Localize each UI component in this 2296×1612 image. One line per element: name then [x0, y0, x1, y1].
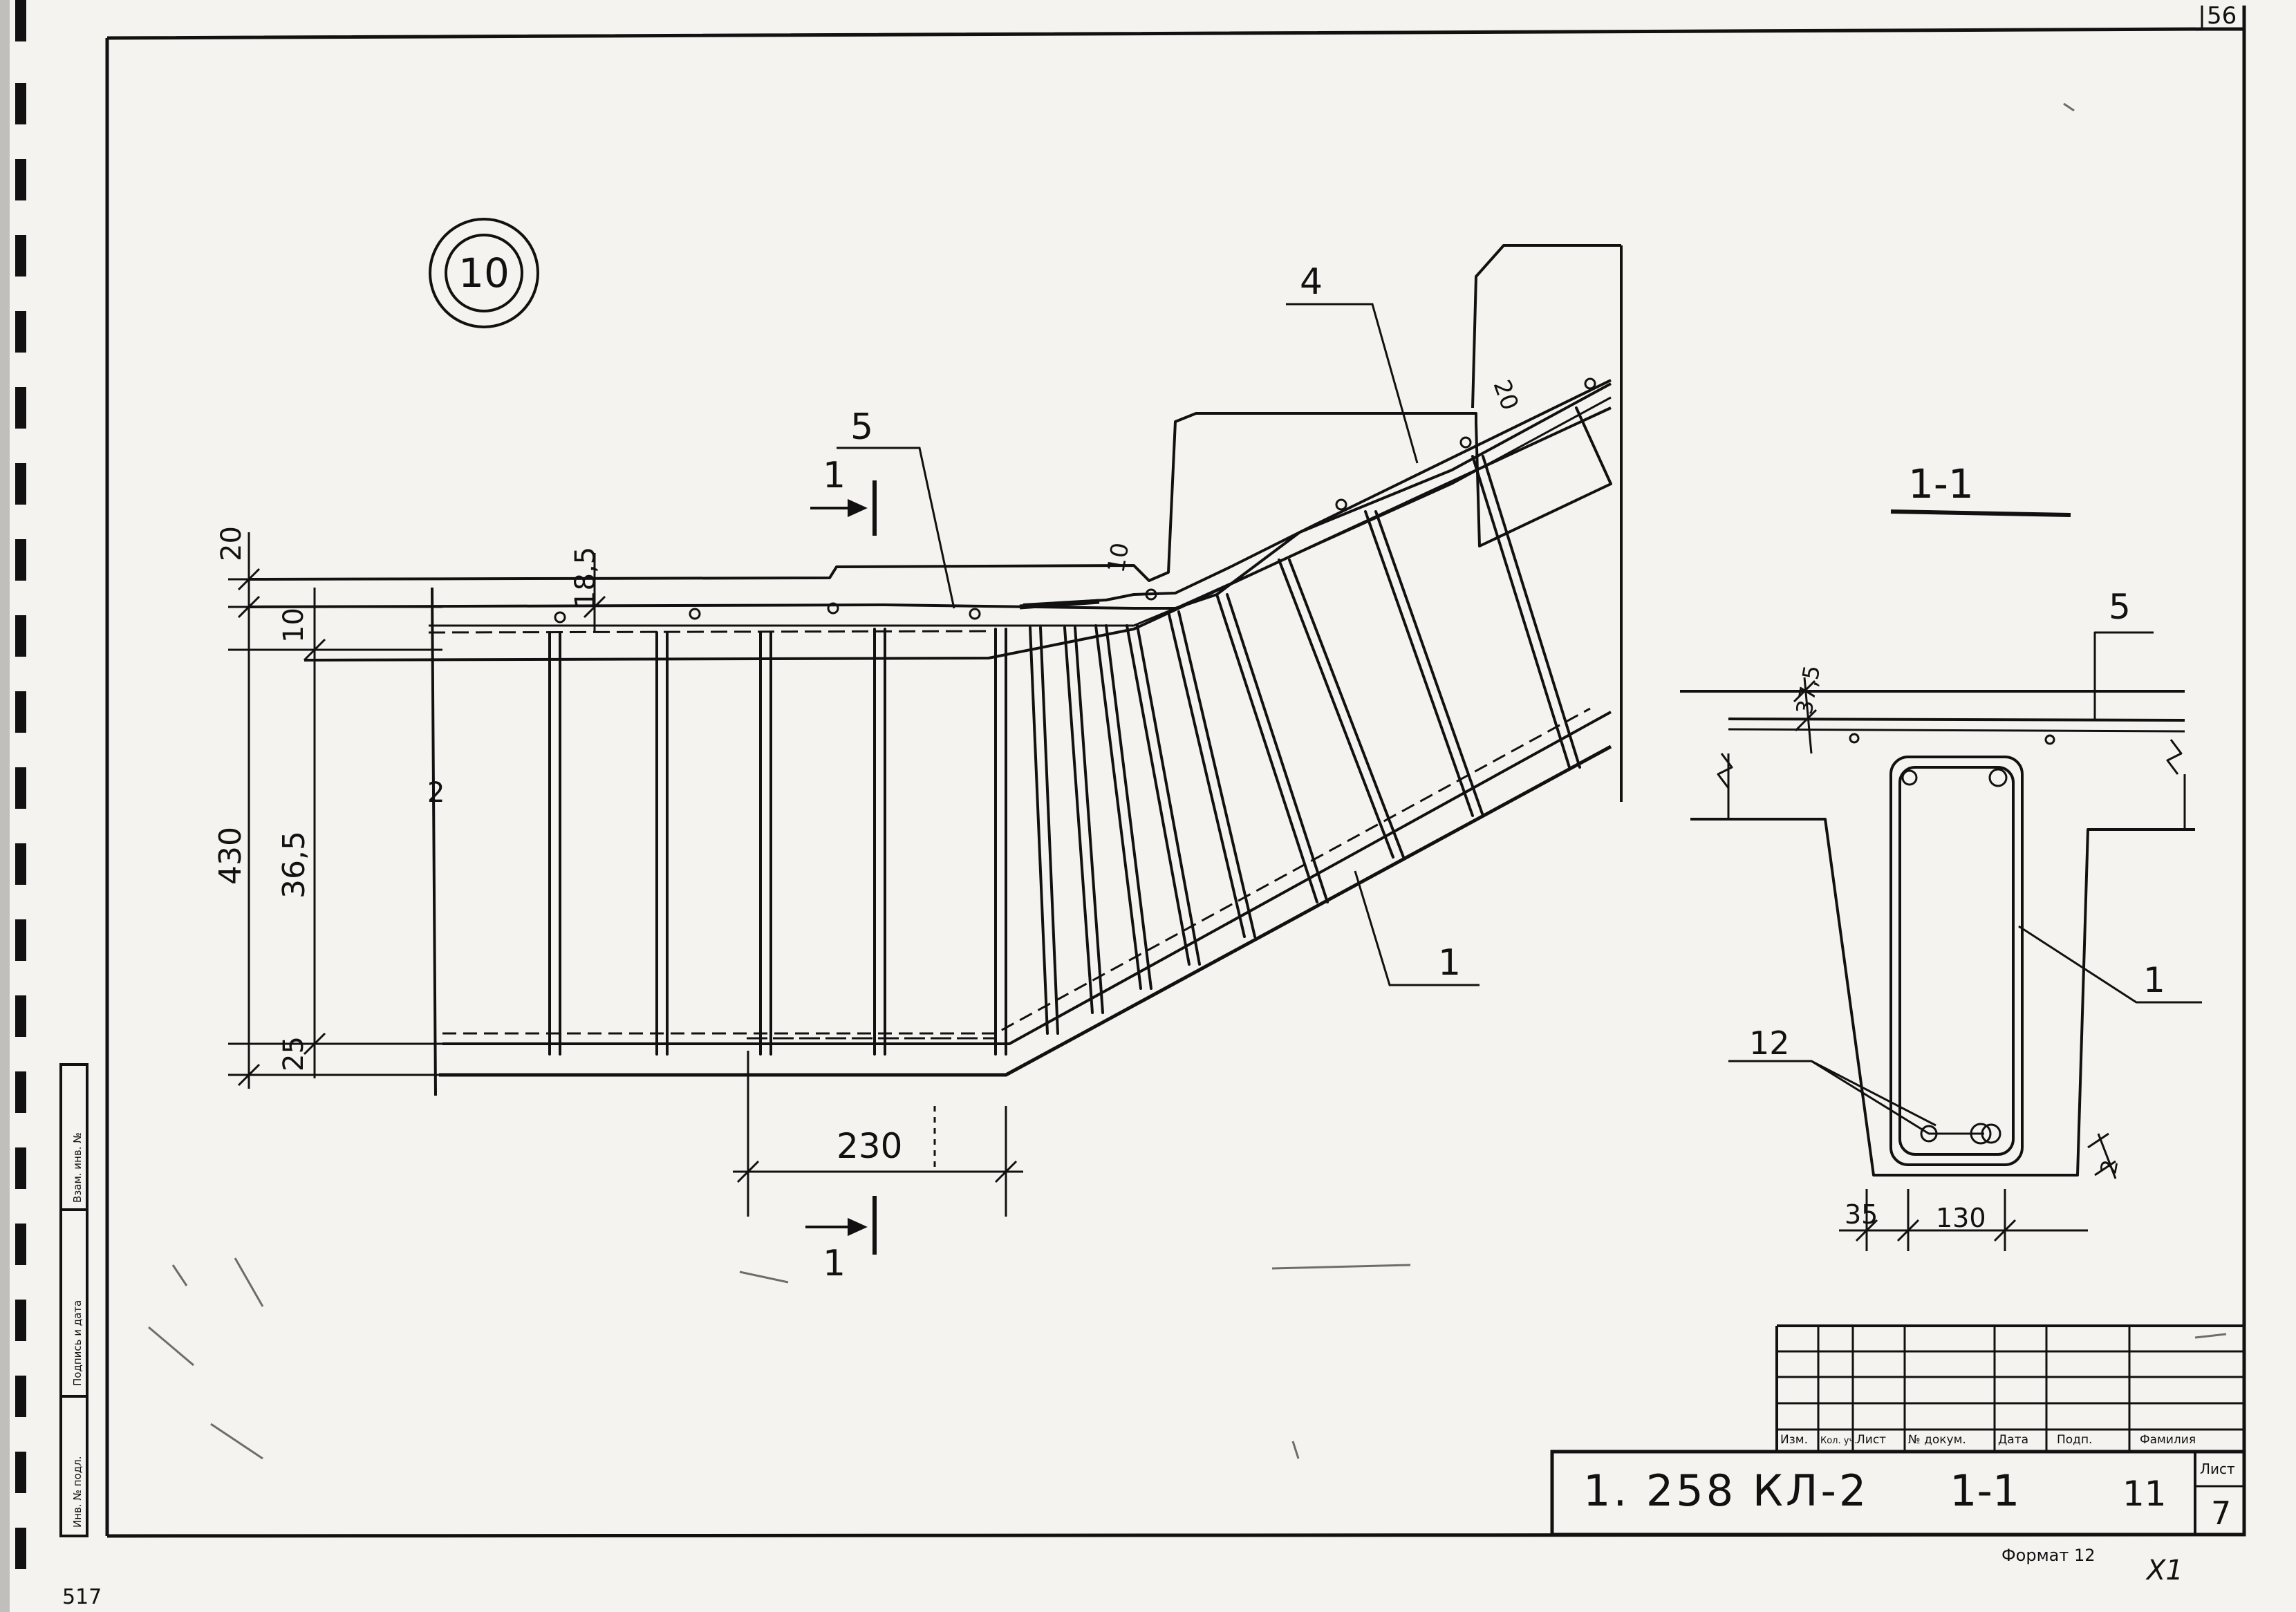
dim-section-35: 35	[1845, 1199, 1878, 1230]
top-rebar-dots	[554, 377, 1596, 624]
dim-230: 230	[837, 1126, 902, 1166]
stamp-signature-date: Подпись и дата	[71, 1300, 84, 1386]
title-block-grid	[1550, 1324, 2246, 1537]
section-title: 1-1	[1908, 460, 1974, 507]
beam-elevation	[248, 244, 1623, 1096]
tb-header-doc: № докум.	[1908, 1433, 1966, 1447]
callout-4: 4	[1300, 261, 1323, 303]
dimension-chain-left	[228, 532, 606, 1089]
margin-stamp-column	[59, 1063, 88, 1537]
dim-430: 430	[213, 827, 248, 885]
beam-cross-section	[1680, 631, 2202, 1177]
bottom-right-marks: Х1	[2145, 1555, 2183, 1586]
dim-section-37-5: 37,5	[1791, 664, 1825, 717]
tb-header-date: Дата	[1998, 1433, 2028, 1447]
dim-36-5: 36,5	[277, 831, 312, 899]
stirrups-vertical	[548, 628, 1007, 1056]
dim-25: 25	[278, 1036, 310, 1071]
section-callout-12: 12	[1749, 1024, 1790, 1062]
corner-sheet-number: 56	[2207, 2, 2237, 30]
dim-18-5: 18,5	[570, 547, 601, 608]
section-callout-1: 1	[2143, 960, 2165, 1000]
tb-header-sign: Подп.	[2057, 1433, 2092, 1447]
mark-circle	[429, 218, 539, 328]
callout-2: 2	[427, 777, 445, 809]
dim-10: 10	[278, 608, 310, 643]
mark-number: 10	[458, 250, 510, 297]
dim-20-slope: 20	[1488, 376, 1524, 413]
bottom-left-code: 517	[62, 1585, 102, 1609]
binding-marks	[0, 0, 26, 1612]
callout-1: 1	[1438, 942, 1461, 984]
cut-label-bottom: 1	[823, 1243, 846, 1284]
callout-leaders	[837, 303, 1480, 986]
tb-header-count: Кол. уч.	[1820, 1436, 1857, 1446]
sheet-frame	[105, 6, 2246, 1538]
stamp-replace-inventory: Взам. инв. №	[71, 1132, 84, 1203]
cut-label-top: 1	[823, 455, 846, 496]
scan-artifacts	[148, 102, 2227, 1460]
tb-header-rev: Изм.	[1780, 1433, 1808, 1447]
dim-section-130: 130	[1936, 1203, 1986, 1233]
dimension-230	[733, 1051, 1023, 1217]
tb-header-sheet: Лист	[1856, 1433, 1886, 1447]
sheet-number: 7	[2211, 1494, 2231, 1532]
section-callout-5: 5	[2109, 587, 2131, 627]
callout-5: 5	[850, 406, 873, 448]
document-code: 1. 258 КЛ-2	[1583, 1465, 1869, 1516]
dim-20: 20	[216, 526, 248, 561]
section-cut-marker-top	[810, 480, 877, 536]
format-label: Формат 12	[2001, 1546, 2096, 1565]
tb-header-name: Фамилия	[2140, 1433, 2196, 1447]
document-section-name: 1-1	[1950, 1465, 2019, 1516]
stamp-original-inventory: Инв. № подл.	[71, 1456, 84, 1528]
sheet-label: Лист	[2200, 1461, 2235, 1477]
dim-10-slope: 10	[1102, 541, 1135, 575]
section-dimensions	[1793, 677, 2117, 1251]
section-rebars	[1849, 733, 2055, 1145]
stirrups-inclined	[1029, 406, 1612, 1035]
section-title-underline	[1890, 509, 2071, 517]
section-cut-marker-bottom	[805, 1196, 877, 1255]
document-figure-number: 11	[2122, 1474, 2167, 1514]
